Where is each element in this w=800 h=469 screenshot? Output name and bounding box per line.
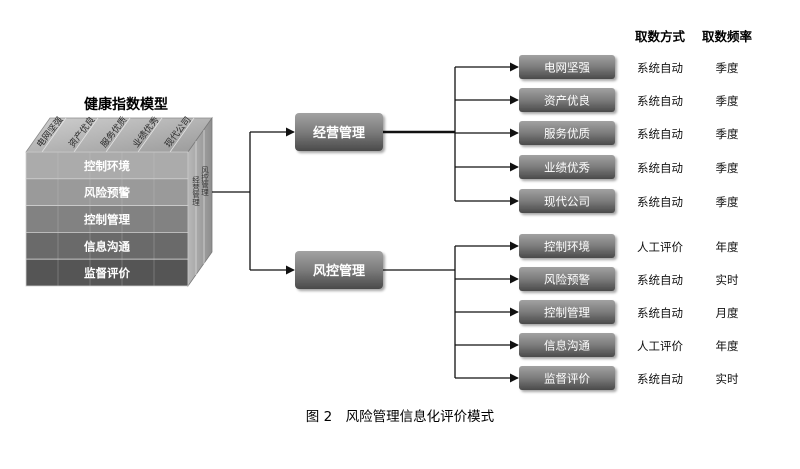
indicator-label: 控制管理 <box>544 306 590 320</box>
cube-side-labels: 经营管理风控管理 <box>191 166 209 207</box>
header-method: 取数方式 <box>635 29 686 44</box>
indicator-label: 信息沟通 <box>544 339 590 353</box>
indicator-box <box>519 155 615 179</box>
header-frequency: 取数频率 <box>702 29 753 44</box>
method-cell: 系统自动 <box>637 372 683 386</box>
indicator-label: 业绩优秀 <box>544 161 590 175</box>
cube-layer-label: 控制管理 <box>84 213 130 227</box>
indicator-label: 电网坚强 <box>544 61 590 75</box>
indicator-box <box>519 267 615 291</box>
cube-layer-bg <box>25 151 189 180</box>
frequency-cell: 季度 <box>716 127 739 141</box>
cube-side-label: 经营管理 <box>191 175 200 207</box>
frequency-cell: 季度 <box>716 195 739 209</box>
method-cell: 系统自动 <box>637 61 683 75</box>
method-cell: 系统自动 <box>637 195 683 209</box>
method-cell: 人工评价 <box>637 240 683 254</box>
cube-side-grid <box>195 130 205 275</box>
indicator-label: 控制环境 <box>544 240 590 254</box>
category-box <box>295 251 383 289</box>
indicator-box <box>519 189 615 213</box>
cube-top-divider <box>137 117 163 153</box>
frequency-cell: 年度 <box>716 339 739 353</box>
indicator-label: 风险预警 <box>544 273 590 287</box>
cube-top-divider <box>73 117 99 153</box>
method-frequency-table: 取数方式 取数频率 系统自动季度系统自动季度系统自动季度系统自动季度系统自动季度… <box>635 29 753 386</box>
method-cell: 系统自动 <box>637 127 683 141</box>
method-cell: 系统自动 <box>637 273 683 287</box>
figure-caption: 图 2 风险管理信息化评价模式 <box>306 408 495 425</box>
cube-layer-label: 控制环境 <box>84 159 130 173</box>
indicator-label: 监督评价 <box>544 372 590 386</box>
indicator-box <box>519 234 615 258</box>
frequency-cell: 年度 <box>716 240 739 254</box>
cube-top-divider <box>105 117 131 153</box>
cube-top-divider <box>169 117 195 153</box>
cube-layer-bg <box>25 258 189 287</box>
frequency-cell: 季度 <box>716 94 739 108</box>
health-index-model: 健康指数模型 电网坚强资产优良服务优质业绩优秀现代公司 经营管理风控管理 控制环… <box>25 96 213 288</box>
indicator-box <box>519 366 615 390</box>
method-cell: 系统自动 <box>637 161 683 175</box>
indicator-label: 服务优质 <box>544 127 590 141</box>
frequency-cell: 月度 <box>716 306 739 320</box>
category-box <box>295 113 383 151</box>
frequency-cell: 实时 <box>716 372 739 386</box>
cube-layer-label: 监督评价 <box>84 266 130 280</box>
connectors <box>212 62 519 383</box>
cube-layer-label: 风险预警 <box>84 186 130 200</box>
indicator-box <box>519 300 615 324</box>
category-label: 风控管理 <box>313 263 365 279</box>
method-cell: 系统自动 <box>637 94 683 108</box>
cube-side-label: 风控管理 <box>200 166 209 197</box>
cube-layer-label: 信息沟通 <box>84 239 130 253</box>
cube-top-divider <box>41 117 67 153</box>
indicator-box <box>519 55 615 79</box>
model-title: 健康指数模型 <box>84 96 168 113</box>
method-cell: 系统自动 <box>637 306 683 320</box>
category-label: 经营管理 <box>313 125 365 141</box>
table-cells: 系统自动季度系统自动季度系统自动季度系统自动季度系统自动季度人工评价年度系统自动… <box>637 61 739 386</box>
indicator-label: 现代公司 <box>544 195 590 209</box>
indicator-box <box>519 121 615 145</box>
frequency-cell: 实时 <box>716 273 739 287</box>
indicator-box <box>519 88 615 112</box>
frequency-cell: 季度 <box>716 161 739 175</box>
frequency-cell: 季度 <box>716 61 739 75</box>
method-cell: 人工评价 <box>637 339 683 353</box>
indicator-box <box>519 333 615 357</box>
indicator-label: 资产优良 <box>544 94 590 108</box>
